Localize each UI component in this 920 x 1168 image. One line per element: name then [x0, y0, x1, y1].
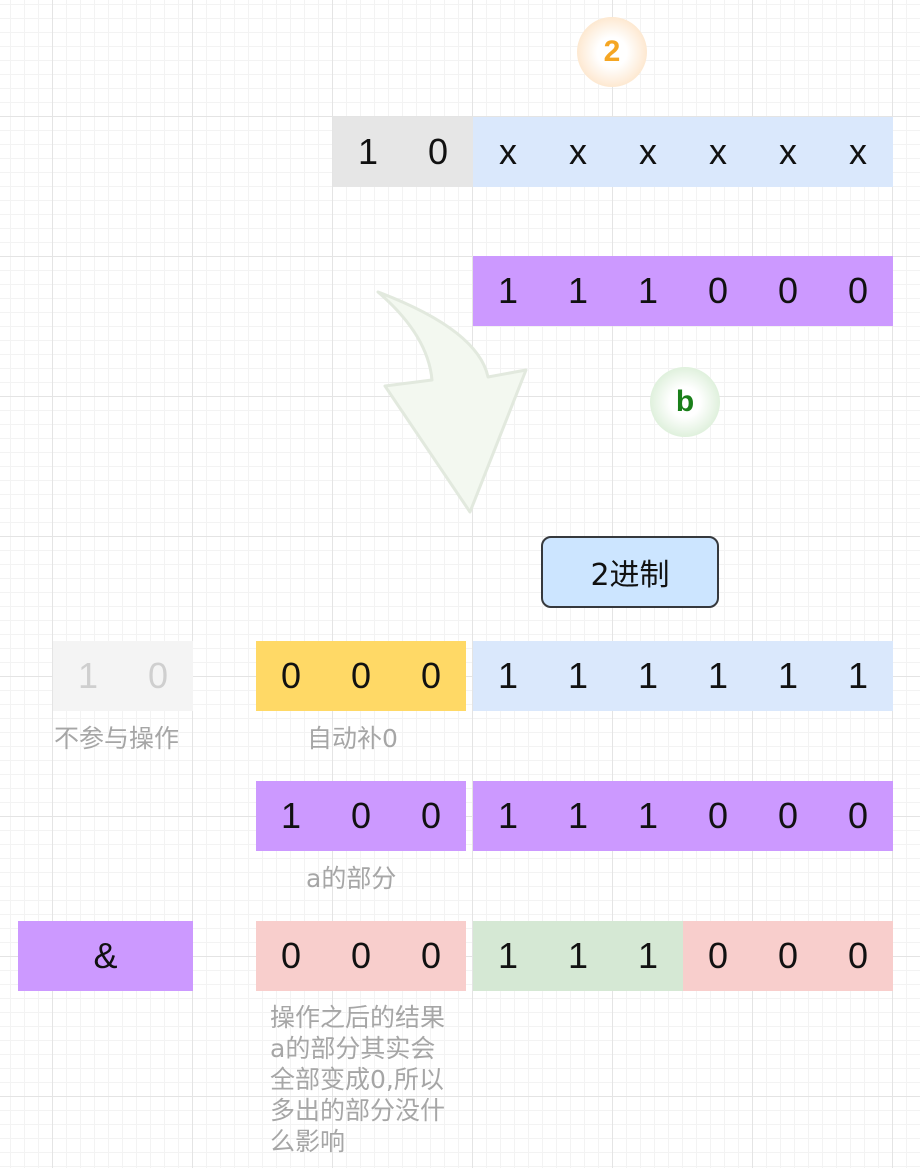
- bit-cell: 0: [326, 781, 396, 851]
- bit-cell: 1: [543, 781, 613, 851]
- result-note-line: a的部分其实会: [270, 1034, 436, 1063]
- result-bits: 1 1 1 0 0 0: [473, 921, 893, 991]
- bit-cell: 1: [333, 117, 403, 187]
- row-b2-bits: 1 1 1 0 0 0: [473, 781, 893, 851]
- result-a-bits: 0 0 0: [256, 921, 466, 991]
- ignored-label: 不参与操作: [54, 724, 180, 753]
- and-operator: &: [18, 921, 193, 991]
- bit-cell: 1: [613, 256, 683, 326]
- bit-cell: 0: [403, 117, 473, 187]
- result-note-line: 么影响: [270, 1127, 346, 1156]
- badge-b: b: [650, 367, 720, 437]
- bit-cell: 1: [753, 641, 823, 711]
- bit-cell: 1: [543, 921, 613, 991]
- binary-tag: 2进制: [541, 536, 719, 608]
- bit-cell: 1: [473, 921, 543, 991]
- bit-cell: x: [683, 117, 753, 187]
- bit-cell: 1: [613, 921, 683, 991]
- bit-cell: 1: [256, 781, 326, 851]
- bit-cell: 0: [396, 641, 466, 711]
- bit-cell: 0: [123, 641, 193, 711]
- bit-cell: 0: [396, 781, 466, 851]
- badge-b-label: b: [675, 385, 695, 418]
- a-part-bits: 1 0 0: [256, 781, 466, 851]
- bit-cell: 1: [53, 641, 123, 711]
- bit-cell: 1: [543, 641, 613, 711]
- padded-label: 自动补0: [307, 724, 398, 753]
- row-ones-bits: 1 1 1 1 1 1: [473, 641, 893, 711]
- and-operator-label: &: [93, 935, 118, 976]
- padded-bits: 0 0 0: [256, 641, 466, 711]
- bit-cell: 0: [326, 641, 396, 711]
- bit-cell: 1: [613, 781, 683, 851]
- curved-down-arrow-icon: [376, 290, 528, 514]
- bit-cell: 0: [753, 781, 823, 851]
- bit-cell: x: [753, 117, 823, 187]
- bit-cell: 1: [823, 641, 893, 711]
- bit-cell: x: [473, 117, 543, 187]
- a-part-label: a的部分: [306, 864, 397, 893]
- bit-cell: 1: [683, 641, 753, 711]
- bit-cell: 0: [753, 256, 823, 326]
- bit-cell: 1: [473, 256, 543, 326]
- bit-cell: 1: [473, 781, 543, 851]
- result-note-line: 全部变成0,所以: [270, 1065, 444, 1094]
- ignored-bits: 1 0: [53, 641, 193, 711]
- bit-cell: 1: [613, 641, 683, 711]
- bit-cell: x: [613, 117, 683, 187]
- bit-cell: 0: [683, 781, 753, 851]
- bit-cell: 0: [823, 781, 893, 851]
- bit-cell: 1: [543, 256, 613, 326]
- result-note-line: 操作之后的结果: [270, 1003, 446, 1032]
- row-b-bits: 1 1 1 0 0 0: [473, 256, 893, 326]
- bit-cell: 0: [256, 921, 326, 991]
- result-note: 操作之后的结果 a的部分其实会 全部变成0,所以 多出的部分没什 么影响: [270, 1002, 445, 1157]
- bit-cell: 1: [473, 641, 543, 711]
- badge-2-label: 2: [603, 35, 621, 68]
- bit-cell: 0: [823, 921, 893, 991]
- binary-tag-label: 2进制: [590, 558, 670, 593]
- bit-cell: 0: [396, 921, 466, 991]
- badge-2: 2: [577, 17, 647, 87]
- bit-cell: 0: [823, 256, 893, 326]
- bit-cell: x: [823, 117, 893, 187]
- bit-cell: 0: [683, 256, 753, 326]
- bit-cell: x: [543, 117, 613, 187]
- bit-cell: 0: [753, 921, 823, 991]
- result-note-line: 多出的部分没什: [270, 1096, 446, 1125]
- bit-cell: 0: [683, 921, 753, 991]
- bit-cell: 0: [326, 921, 396, 991]
- bit-cell: 0: [256, 641, 326, 711]
- row-top-bits: 1 0 x x x x x x: [333, 117, 893, 187]
